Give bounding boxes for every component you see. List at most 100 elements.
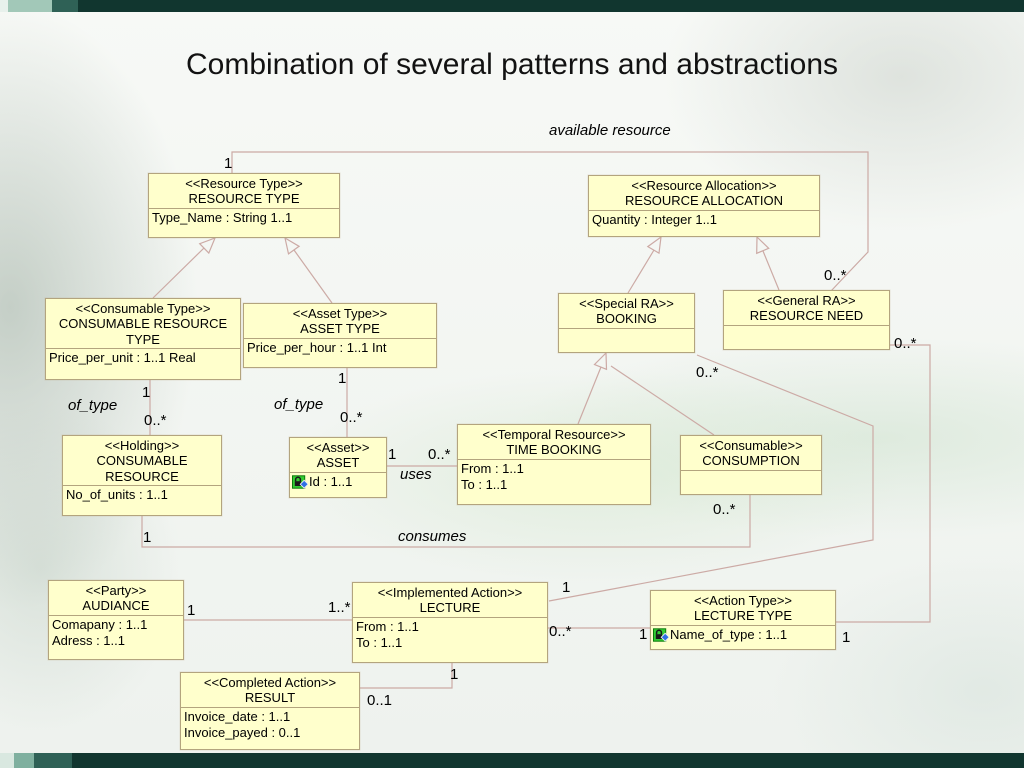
class-header: <<Special RA>> BOOKING [559, 294, 694, 329]
class-header: <<Temporal Resource>> TIME BOOKING [458, 425, 650, 460]
uml-attribute: Adress : 1..1 [52, 633, 180, 649]
uml-class-consumable-type: <<Consumable Type>> CONSUMABLE RESOURCE … [45, 298, 241, 380]
class-attributes: Quantity : Integer 1..1 [589, 211, 819, 236]
uml-attribute: Quantity : Integer 1..1 [592, 212, 816, 228]
slide-title: Combination of several patterns and abst… [185, 48, 839, 81]
uml-attribute: To : 1..1 [461, 477, 647, 493]
uml-class-resource-need: <<General RA>> RESOURCE NEED [723, 290, 890, 350]
uml-attribute: Price_per_unit : 1..1 Real [49, 350, 237, 366]
uml-attribute: Id : 1..1 [292, 473, 383, 490]
class-stereotype: <<Resource Type>> [185, 176, 303, 191]
class-header: <<Holding>> CONSUMABLE RESOURCE [63, 436, 221, 486]
uml-attribute-text: Type_Name : String 1..1 [152, 209, 293, 225]
uml-attribute-text: Quantity : Integer 1..1 [592, 211, 718, 227]
assoc-label-of-type-right: of_type [274, 396, 324, 413]
mult-lecture-type-resource-need: 1 [842, 629, 851, 646]
mult-consumption-consumes: 0..* [713, 501, 736, 518]
mult-lecture-booking: 1 [562, 579, 571, 596]
class-name: LECTURE TYPE [693, 608, 792, 624]
class-attributes [724, 326, 889, 349]
uml-attribute: From : 1..1 [356, 619, 544, 635]
class-header: <<Action Type>> LECTURE TYPE [651, 591, 835, 626]
mult-asset-type-of-type: 1 [338, 370, 347, 387]
uml-attribute: Price_per_hour : 1..1 Int [247, 340, 433, 356]
class-stereotype: <<Resource Allocation>> [631, 178, 777, 193]
uml-attribute: Name_of_type : 1..1 [653, 627, 832, 643]
uml-attribute: Comapany : 1..1 [52, 617, 180, 633]
class-attributes: Price_per_hour : 1..1 Int [244, 339, 436, 367]
uml-class-resource-allocation: <<Resource Allocation>> RESOURCE ALLOCAT… [588, 175, 820, 237]
uml-class-booking: <<Special RA>> BOOKING [558, 293, 695, 353]
class-stereotype: <<Temporal Resource>> [482, 427, 626, 442]
mult-lecture-result: 1 [450, 666, 459, 683]
class-name: LECTURE [419, 600, 481, 616]
class-header: <<Completed Action>> RESULT [181, 673, 359, 708]
class-attributes: Id : 1..1 [290, 473, 386, 497]
class-stereotype: <<Consumable Type>> [75, 301, 211, 316]
uml-attribute-text: Id : 1..1 [309, 473, 353, 489]
class-header: <<Consumable Type>> CONSUMABLE RESOURCE … [46, 299, 240, 349]
uml-attribute-text: Price_per_hour : 1..1 Int [247, 339, 387, 355]
assoc-label-uses: uses [400, 466, 432, 483]
mult-consumable-resource-consumes: 1 [143, 529, 152, 546]
assoc-lecture-booking-line [548, 354, 874, 602]
class-header: <<Consumable>> CONSUMPTION [681, 436, 821, 471]
class-name: TIME BOOKING [506, 442, 602, 458]
assoc-lecture-type-resource-need-line [836, 344, 931, 623]
class-name: RESOURCE ALLOCATION [625, 193, 783, 209]
class-stereotype: <<Holding>> [104, 438, 180, 453]
class-name: CONSUMABLE RESOURCE [96, 453, 188, 484]
mult-lecture-type-of-type: 1 [639, 626, 648, 643]
uml-attribute: Invoice_payed : 0..1 [184, 725, 356, 741]
class-name: ASSET [316, 455, 360, 471]
class-attributes: Type_Name : String 1..1 [149, 209, 339, 237]
mult-asset-uses: 1 [388, 446, 397, 463]
uml-class-lecture: <<Implemented Action>> LECTURE From : 1.… [352, 582, 548, 663]
class-stereotype: <<Asset>> [306, 440, 370, 455]
class-stereotype: <<Special RA>> [579, 296, 674, 311]
class-header: <<Party>> AUDIANCE [49, 581, 183, 616]
class-header: <<General RA>> RESOURCE NEED [724, 291, 889, 326]
mult-result-lecture: 0..1 [367, 692, 393, 709]
uml-attribute-text: Adress : 1..1 [52, 632, 125, 648]
mult-resource-need-lecture-type: 0..* [894, 335, 917, 352]
class-attributes [559, 329, 694, 352]
class-stereotype: <<Completed Action>> [203, 675, 337, 690]
class-name: BOOKING [596, 311, 657, 327]
class-attributes: Name_of_type : 1..1 [651, 626, 835, 649]
class-name: RESOURCE NEED [749, 308, 864, 324]
class-stereotype: <<Party>> [85, 583, 147, 598]
uml-class-lecture-type: <<Action Type>> LECTURE TYPE Name_of_typ… [650, 590, 836, 650]
class-name: CONSUMPTION [702, 453, 800, 469]
generalization-arrowhead [198, 236, 217, 255]
uml-class-consumable-resource: <<Holding>> CONSUMABLE RESOURCE No_of_un… [62, 435, 222, 516]
class-name: ASSET TYPE [300, 321, 380, 337]
assoc-label-consumes: consumes [398, 528, 467, 545]
gen-time-booking-line [577, 366, 602, 425]
mult-lecture-audiance: 1..* [328, 599, 351, 616]
class-attributes [681, 471, 821, 494]
uml-attribute-text: To : 1..1 [461, 476, 508, 492]
class-header: <<Resource Type>> RESOURCE TYPE [149, 174, 339, 209]
assoc-available-resource-line [231, 151, 869, 292]
mult-resource-type-available-resource: 1 [224, 155, 233, 172]
class-attributes: No_of_units : 1..1 [63, 486, 221, 515]
generalization-arrowhead [646, 235, 662, 255]
generalization-arrowhead [756, 235, 770, 255]
uml-attribute-text: No_of_units : 1..1 [66, 486, 168, 502]
mult-time-booking-uses: 0..* [428, 446, 451, 463]
uml-attribute-text: From : 1..1 [356, 618, 419, 634]
uml-attribute: From : 1..1 [461, 461, 647, 477]
class-header: <<Implemented Action>> LECTURE [353, 583, 547, 618]
bottom-decor-bar [0, 753, 1024, 768]
class-header: <<Asset Type>> ASSET TYPE [244, 304, 436, 339]
key-attribute-icon [653, 627, 669, 642]
class-name: RESOURCE TYPE [188, 191, 300, 207]
